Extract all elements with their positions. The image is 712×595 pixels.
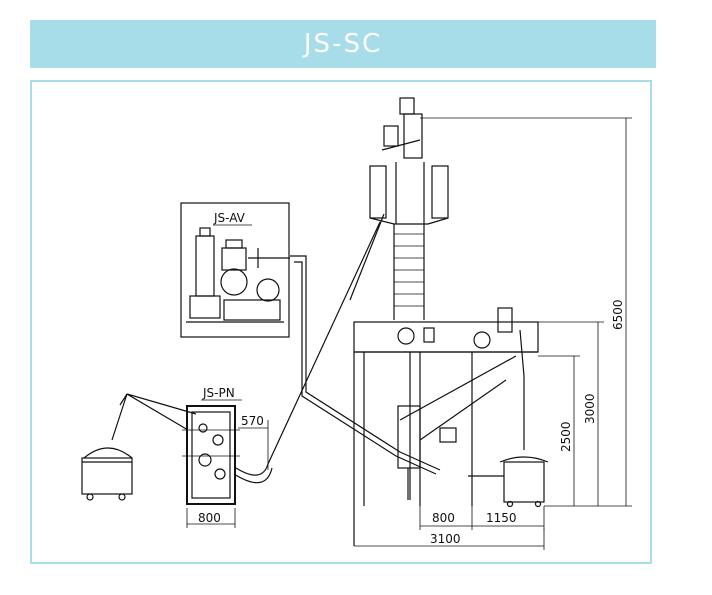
dimension-lines: 6500 3000 2500 800 1150 3100 (354, 117, 632, 550)
dim-800-left: 800 (198, 511, 221, 525)
js-av-unit: JS-AV (180, 202, 290, 338)
dim-800-mid: 800 (432, 511, 455, 525)
dim-570: 570 (241, 414, 264, 428)
page-title: JS-SC (303, 29, 383, 59)
js-av-label: JS-AV (213, 211, 246, 225)
js-pn-label: JS-PN (202, 386, 235, 400)
tower-unit (349, 97, 549, 546)
dim-3000: 3000 (583, 393, 597, 424)
left-drum (81, 393, 197, 501)
dim-1150: 1150 (486, 511, 517, 525)
js-pn-unit: JS-PN 800 570 (182, 386, 269, 528)
dim-3100: 3100 (430, 532, 461, 546)
dim-6500: 6500 (611, 299, 625, 330)
dim-2500: 2500 (559, 421, 573, 452)
title-bar: JS-SC (30, 20, 656, 68)
